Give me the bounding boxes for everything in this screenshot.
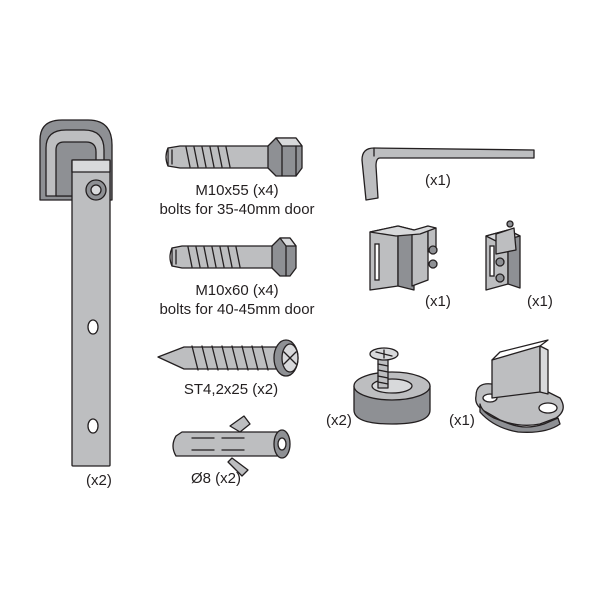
bolt-m10x60 [169,237,297,277]
allen-wrench-quantity-label: (x1) [425,172,451,189]
wall-anchor-8mm [172,415,291,477]
bolt-m10x55 [165,137,303,177]
small-stop-quantity-label: (x1) [527,293,553,310]
large-stop-quantity-label: (x1) [425,293,451,310]
bolt-m10x60-spec-label: M10x60 (x4) [195,282,279,299]
plate-floor-guide [475,339,564,433]
round-floor-guide [353,347,431,425]
small-door-stop [485,220,521,291]
round-guide-quantity-label: (x2) [326,412,352,429]
allen-wrench [361,147,535,201]
bolt-m10x55-spec-label: M10x55 (x4) [195,182,279,199]
bolt-m10x55-description-label: bolts for 35-40mm door [159,201,315,218]
screw-spec-label: ST4,2x25 (x2) [183,381,279,398]
hanger-quantity-label: (x2) [86,472,112,489]
anchor-spec-label: Ø8 (x2) [190,470,242,487]
bolt-m10x60-description-label: bolts for 40-45mm door [159,301,315,318]
hanger-strap-with-wheel [39,119,113,467]
screw-st4-2x25 [157,339,299,377]
plate-guide-quantity-label: (x1) [449,412,475,429]
large-door-stop [369,225,438,291]
